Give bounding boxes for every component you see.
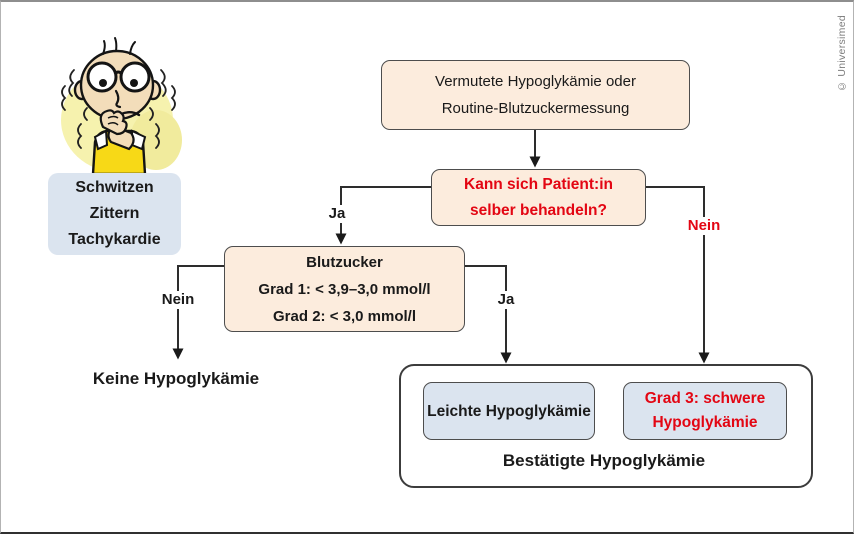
blood-sugar-grade2: Grad 2: < 3,0 mmol/l (273, 307, 416, 325)
copyright-credit: © Universimed (836, 15, 848, 93)
outcome-mild-hypoglycemia: Leichte Hypoglykämie (423, 382, 595, 440)
arrowhead (529, 156, 541, 168)
edge-decision-to-bloodsugar (340, 186, 431, 234)
confirmed-hypoglycemia-label: Bestätigte Hypoglykämie (502, 451, 706, 470)
arrowhead (500, 352, 512, 364)
outcome-severe-hypoglycemia: Grad 3: schwere Hypoglykämie (623, 382, 787, 440)
severe-line1: Grad 3: schwere (644, 390, 766, 407)
mild-label: Leichte Hypoglykämie (427, 402, 591, 420)
start-node-line1: Vermutete Hypoglykämie oder (435, 73, 636, 90)
edge-bloodsugar-to-confirmed (463, 265, 507, 353)
anxious-person-illustration (53, 28, 185, 176)
arrowhead (335, 233, 347, 245)
blood-sugar-node: Blutzucker Grad 1: < 3,9–3,0 mmol/l Grad… (224, 246, 465, 332)
blood-sugar-title: Blutzucker (306, 253, 383, 271)
symptoms-box: Schwitzen Zittern Tachykardie (48, 173, 181, 255)
decision-line1: Kann sich Patient:in (464, 175, 613, 193)
decision-line2: selber behandeln? (470, 201, 607, 219)
blood-sugar-grade1: Grad 1: < 3,9–3,0 mmol/l (258, 280, 431, 298)
edge-label-ja-to-confirmed: Ja (494, 291, 518, 309)
arrowhead (172, 348, 184, 360)
symptom-tachykardie: Tachykardie (68, 231, 161, 248)
severe-line2: Hypoglykämie (652, 414, 758, 431)
edge-label-ja-to-bloodsugar: Ja (325, 205, 349, 223)
symptom-schwitzen: Schwitzen (75, 179, 154, 196)
edge-decision-to-severe (644, 186, 705, 353)
edge-label-nein-to-severe: Nein (684, 217, 724, 235)
outcome-no-hypoglycemia: Keine Hypoglykämie (92, 369, 260, 388)
symptom-zittern: Zittern (89, 205, 140, 222)
decision-node-self-treat: Kann sich Patient:in selber behandeln? (431, 169, 646, 226)
edge-bloodsugar-to-nohypo (177, 265, 224, 349)
start-node-line2: Routine-Blutzuckermessung (441, 100, 630, 117)
arrowhead (698, 352, 710, 364)
start-node: Vermutete Hypoglykämie oder Routine-Blut… (381, 60, 690, 130)
edge-label-nein-to-nohypo: Nein (158, 291, 198, 309)
